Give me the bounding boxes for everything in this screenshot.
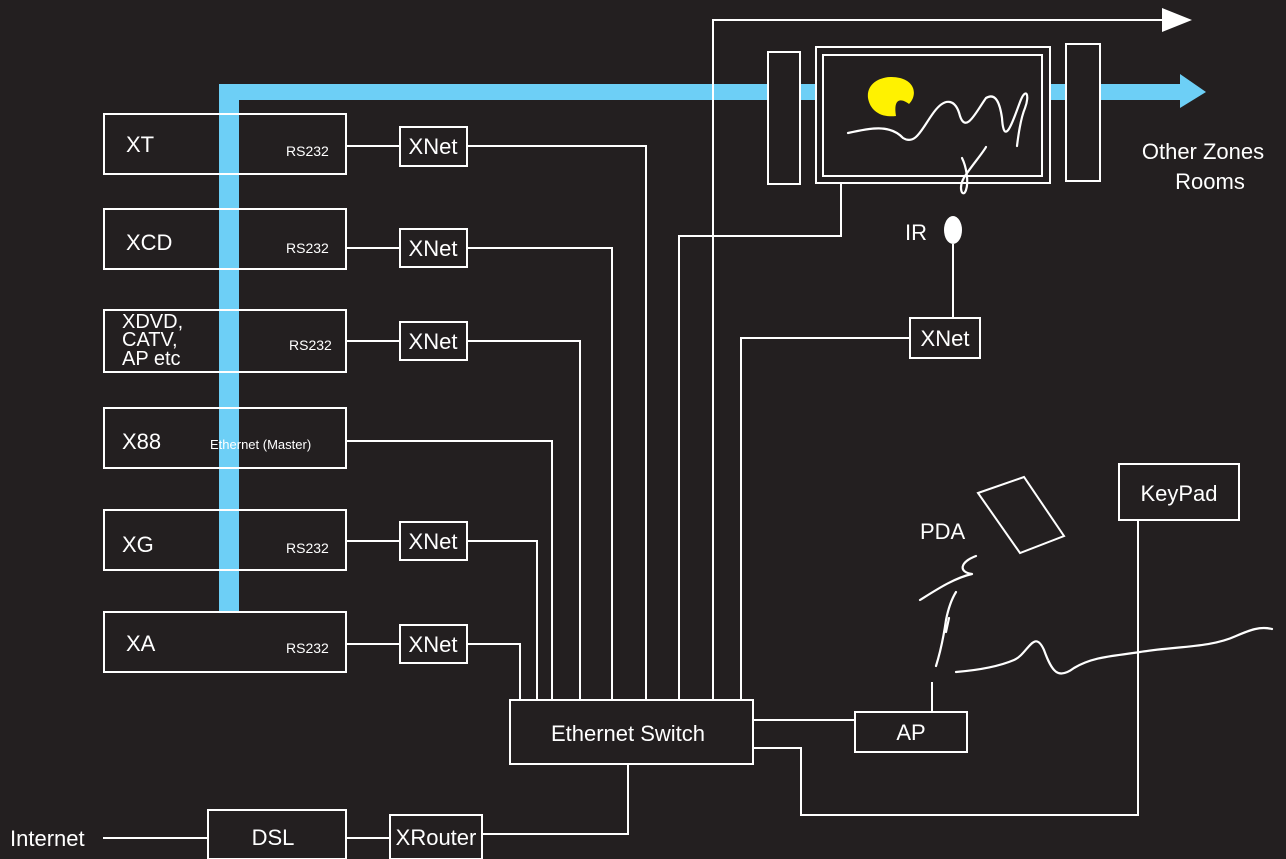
- ir-emitter-icon: [944, 216, 962, 244]
- tv-cable: [959, 145, 988, 195]
- keypad: KeyPad: [1118, 463, 1240, 521]
- internet-label: Internet: [10, 826, 85, 851]
- device-xdvd: XDVD, CATV, AP etc RS232: [103, 309, 347, 373]
- svg-text:XRouter: XRouter: [396, 825, 477, 850]
- svg-text:XG: XG: [122, 532, 154, 557]
- svg-text:XNet: XNet: [409, 529, 458, 554]
- pda-device-icon: [976, 475, 1066, 555]
- svg-text:Ethernet (Master): Ethernet (Master): [210, 437, 311, 452]
- output-arrow-icon: [1162, 8, 1192, 32]
- xrouter: XRouter: [389, 814, 483, 859]
- svg-text:RS232: RS232: [286, 143, 329, 159]
- device-xg: XG RS232: [103, 509, 347, 571]
- rs232-links: [346, 145, 400, 645]
- bus-arrow-icon: [1180, 74, 1206, 108]
- svg-text:DSL: DSL: [252, 825, 295, 850]
- svg-text:AP etc: AP etc: [122, 348, 181, 370]
- svg-text:Ethernet Switch: Ethernet Switch: [551, 721, 705, 746]
- ethernet-switch: Ethernet Switch: [509, 699, 754, 765]
- dsl-modem: DSL: [207, 809, 347, 859]
- xnet-1: XNet: [399, 126, 468, 167]
- svg-text:XCD: XCD: [126, 230, 172, 255]
- device-x88: X88 Ethernet (Master): [103, 407, 347, 469]
- rooms-label: Rooms: [1175, 169, 1245, 194]
- right-speaker: [1065, 43, 1101, 182]
- keypad-wireless-signal: [954, 626, 1274, 675]
- svg-text:CATV,: CATV,: [122, 329, 178, 351]
- svg-text:KeyPad: KeyPad: [1140, 481, 1217, 506]
- svg-text:AP: AP: [896, 720, 925, 745]
- other-zones-label: Other Zones: [1142, 139, 1264, 164]
- access-point: AP: [854, 711, 968, 753]
- xnet-4: XNet: [399, 521, 468, 561]
- svg-text:X88: X88: [122, 429, 161, 454]
- wireless-signal: [918, 554, 978, 668]
- svg-text:RS232: RS232: [289, 337, 332, 353]
- device-xcd: XCD RS232: [103, 208, 347, 270]
- svg-text:XNet: XNet: [409, 134, 458, 159]
- device-xa: XA RS232: [103, 611, 347, 673]
- svg-text:XNet: XNet: [409, 236, 458, 261]
- tv-image-blob: [867, 76, 914, 117]
- pda-label: PDA: [920, 519, 966, 544]
- xnet-ir: XNet: [909, 317, 981, 359]
- device-xt: XT RS232: [103, 113, 347, 175]
- svg-text:XDVD,: XDVD,: [122, 311, 183, 333]
- xnet-2: XNet: [399, 228, 468, 268]
- left-speaker: [767, 51, 801, 185]
- svg-text:RS232: RS232: [286, 540, 329, 556]
- svg-text:XNet: XNet: [409, 632, 458, 657]
- xnet-3: XNet: [399, 321, 468, 361]
- svg-text:XNet: XNet: [409, 329, 458, 354]
- ir-label: IR: [905, 220, 927, 245]
- top-output-line: [712, 8, 1192, 700]
- svg-text:RS232: RS232: [286, 640, 329, 656]
- svg-text:XNet: XNet: [921, 326, 970, 351]
- svg-text:RS232: RS232: [286, 240, 329, 256]
- xnet-5: XNet: [399, 624, 468, 664]
- svg-text:XA: XA: [126, 631, 156, 656]
- ethernet-wiring: [346, 145, 910, 700]
- svg-text:XT: XT: [126, 132, 154, 157]
- router-switch-link: [482, 764, 629, 835]
- keypad-wire: [753, 520, 1139, 816]
- tv-display: [815, 46, 1051, 184]
